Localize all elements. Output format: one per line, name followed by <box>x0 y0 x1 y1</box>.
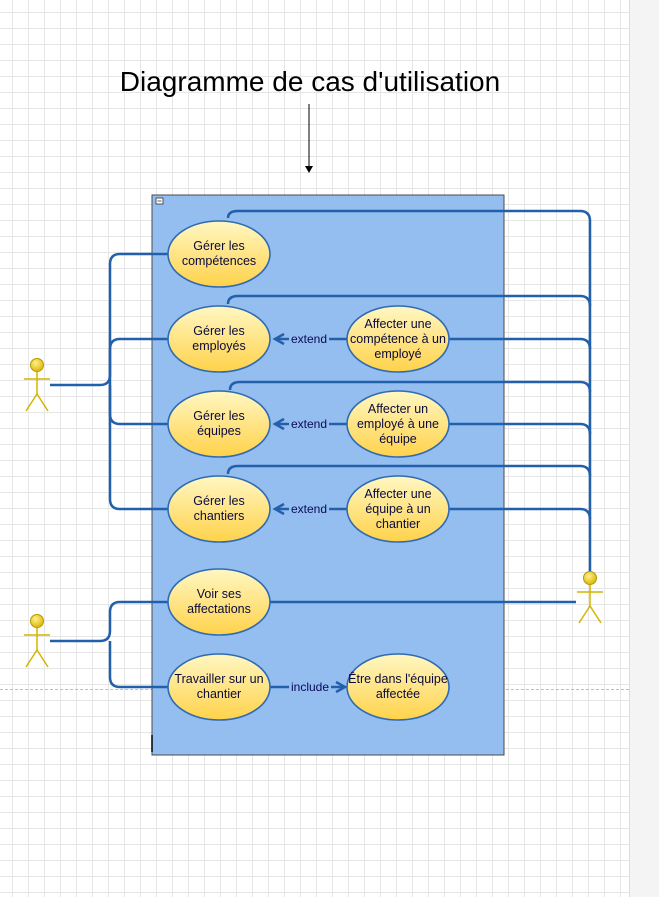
usecase-voir-affectations[interactable] <box>167 568 271 636</box>
diagram-title[interactable]: Diagramme de cas d'utilisation <box>119 66 501 97</box>
right-actor-connectors[interactable] <box>226 209 592 604</box>
usecase-etre-equipe[interactable] <box>346 653 450 721</box>
left-bottom-actor-connectors[interactable] <box>50 600 168 689</box>
extend-label: extend <box>289 417 330 431</box>
extend-label: extend <box>289 502 330 516</box>
usecase-gerer-chantiers[interactable] <box>167 475 271 543</box>
title-arrow <box>305 104 313 173</box>
usecase-affecter-employe[interactable] <box>346 390 450 458</box>
left-top-actor-connectors[interactable] <box>50 252 168 511</box>
usecase-affecter-competence[interactable] <box>346 305 450 373</box>
actor-right-icon[interactable] <box>577 571 603 624</box>
canvas-scroll-strip <box>629 0 659 897</box>
include-label: include <box>289 680 332 694</box>
usecase-gerer-equipes[interactable] <box>167 390 271 458</box>
usecase-affecter-equipe[interactable] <box>346 475 450 543</box>
usecase-gerer-competences[interactable] <box>167 220 271 288</box>
actor-left-bottom-icon[interactable] <box>24 614 50 668</box>
actor-left-top-icon[interactable] <box>24 358 50 412</box>
usecase-gerer-employes[interactable] <box>167 305 271 373</box>
extend-label: extend <box>289 332 330 346</box>
usecase-travailler-chantier[interactable] <box>167 653 271 721</box>
